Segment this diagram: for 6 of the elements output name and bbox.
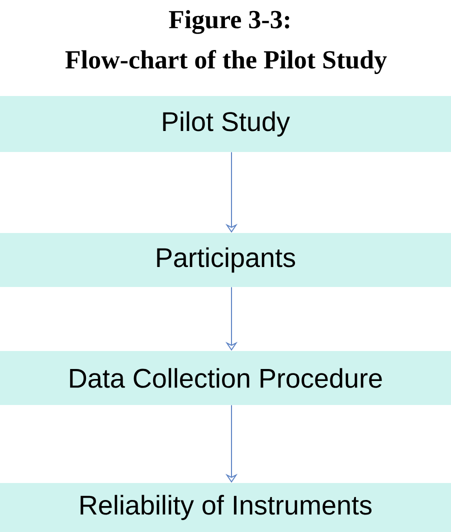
- process-box: Pilot Study: [0, 96, 451, 152]
- process-box: Reliability of Instruments: [0, 483, 451, 532]
- process-box: Participants: [0, 233, 451, 287]
- process-box: Data Collection Procedure: [0, 351, 451, 405]
- figure-title: Figure 3-3:: [168, 10, 290, 34]
- figure-title: Flow-chart of the Pilot Study: [65, 50, 387, 74]
